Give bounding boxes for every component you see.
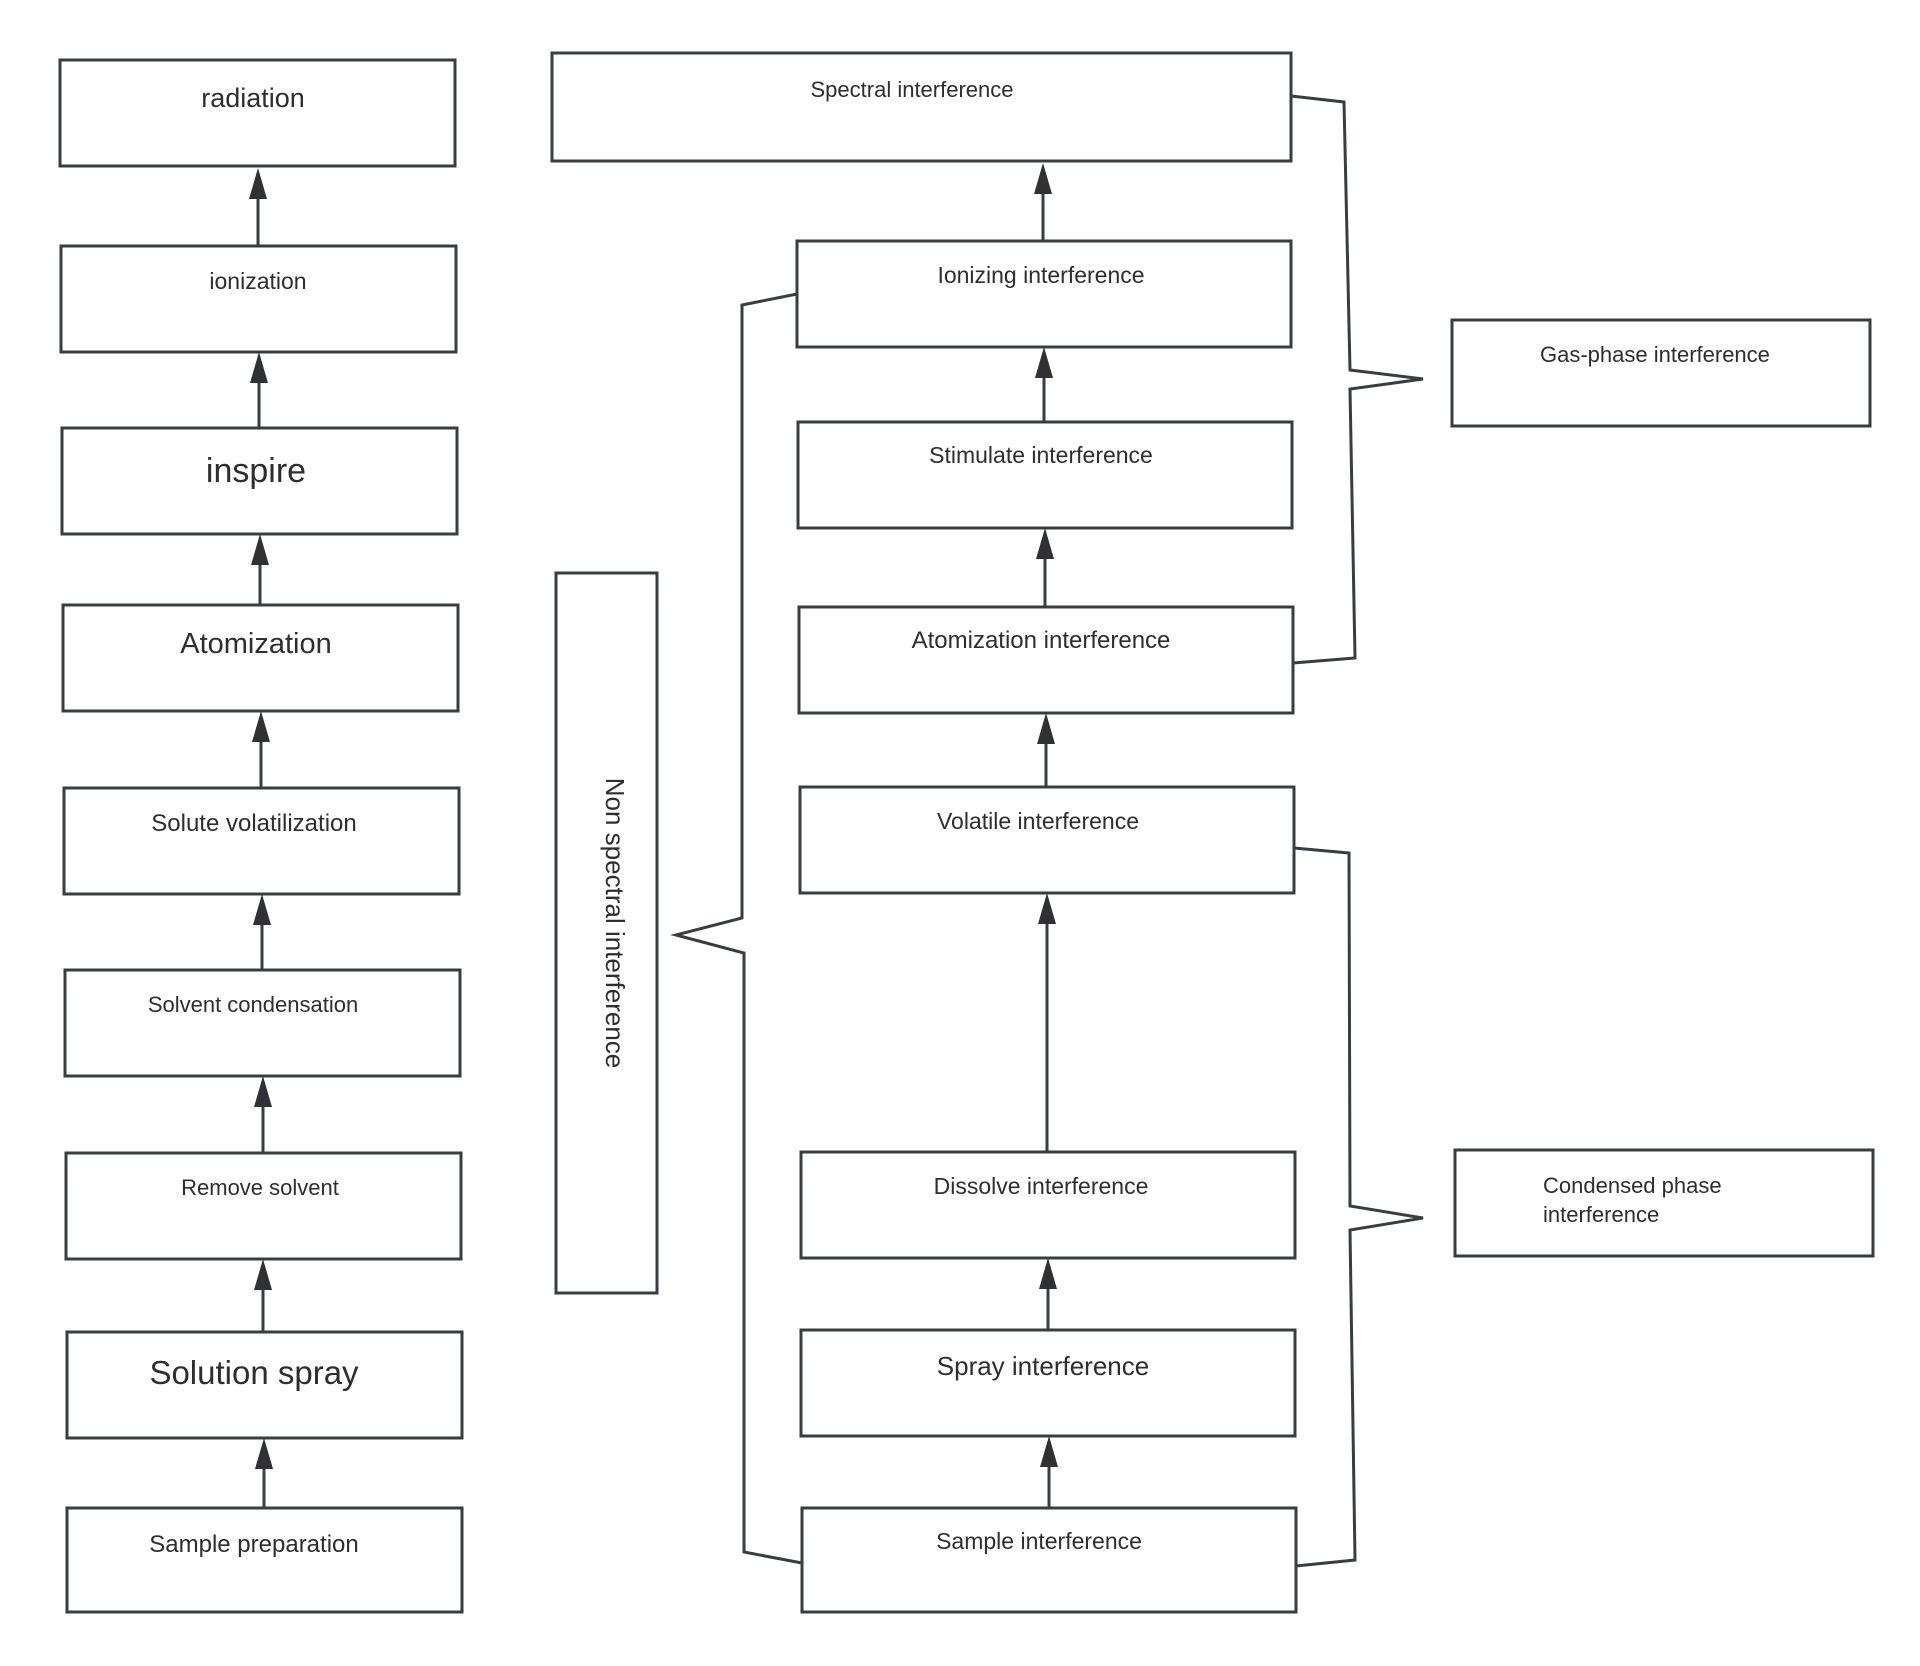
process-arrow	[252, 711, 270, 788]
non-spectral-bracket	[670, 292, 803, 1565]
interference-step-label: Atomization interference	[912, 627, 1171, 654]
interference-arrow	[1038, 893, 1056, 1152]
condensed-phase-label-line-2: interference	[1543, 1202, 1659, 1227]
process-arrow	[249, 168, 267, 246]
process-arrow	[255, 1438, 273, 1508]
process-step-inspire: inspire	[60, 426, 459, 536]
process-step-ionization: ionization	[59, 244, 458, 354]
process-step-solution-spray: Solution spray	[65, 1330, 464, 1440]
non-spectral-box: Non spectral interference	[554, 571, 659, 1295]
process-arrow	[251, 534, 269, 605]
process-step-label: Solute volatilization	[151, 810, 356, 837]
gas-phase-bracket	[1290, 94, 1424, 665]
process-step-radiation: radiation	[58, 58, 457, 168]
interference-step-label: Ionizing interference	[937, 262, 1144, 288]
process-step-label: Remove solvent	[181, 1175, 339, 1200]
process-step-label: Solvent condensation	[148, 992, 358, 1017]
process-step-label: inspire	[206, 452, 306, 490]
process-step-atomization: Atomization	[61, 603, 460, 713]
interference-step-spray: Spray interference	[799, 1328, 1297, 1438]
interference-arrow	[1037, 713, 1055, 787]
non-spectral-label: Non spectral interference	[600, 778, 630, 1068]
process-arrow	[254, 1259, 272, 1332]
interference-step-sample: Sample interference	[800, 1506, 1298, 1614]
process-step-solute-volatilization: Solute volatilization	[62, 786, 461, 896]
process-step-remove-solvent: Remove solvent	[64, 1151, 463, 1261]
interference-arrow	[1040, 1436, 1058, 1508]
interference-arrow	[1036, 528, 1054, 607]
interference-arrow	[1039, 1258, 1057, 1330]
interference-step-label: Spray interference	[937, 1351, 1149, 1381]
interference-step-atomization: Atomization interference	[797, 605, 1295, 715]
interference-step-label: Dissolve interference	[934, 1173, 1149, 1199]
interference-column: Spectral interference Ionizing interfere…	[550, 51, 1298, 1614]
process-step-label: Solution spray	[149, 1354, 359, 1391]
process-step-sample-preparation: Sample preparation	[65, 1506, 464, 1614]
interference-step-spectral: Spectral interference	[550, 51, 1293, 163]
interference-step-dissolve: Dissolve interference	[799, 1150, 1297, 1260]
interference-step-label: Volatile interference	[937, 808, 1139, 834]
interference-step-label: Spectral interference	[811, 77, 1014, 102]
process-arrow	[254, 1076, 272, 1153]
interference-step-stimulate: Stimulate interference	[796, 420, 1294, 530]
interference-step-label: Sample interference	[936, 1528, 1142, 1554]
interference-step-label: Stimulate interference	[929, 442, 1153, 468]
process-step-label: radiation	[201, 83, 305, 113]
process-step-label: ionization	[209, 268, 306, 294]
process-step-label: Atomization	[180, 628, 332, 660]
process-arrow	[250, 352, 268, 428]
interference-step-volatile: Volatile interference	[798, 785, 1296, 895]
interference-step-ionizing: Ionizing interference	[795, 239, 1293, 349]
condensed-phase-bracket	[1293, 846, 1424, 1568]
condensed-phase-label-line-1: Condensed phase	[1543, 1173, 1722, 1198]
condensed-phase-box: Condensed phase interference	[1453, 1148, 1875, 1258]
interference-arrow	[1034, 163, 1052, 241]
process-step-label: Sample preparation	[149, 1531, 358, 1558]
gas-phase-label: Gas-phase interference	[1540, 342, 1770, 367]
process-column: radiation ionization inspire Atomization…	[58, 58, 464, 1614]
interference-arrow	[1035, 347, 1053, 422]
process-step-solvent-condensation: Solvent condensation	[63, 968, 462, 1078]
process-arrow	[253, 894, 271, 970]
gas-phase-box: Gas-phase interference	[1450, 318, 1872, 428]
